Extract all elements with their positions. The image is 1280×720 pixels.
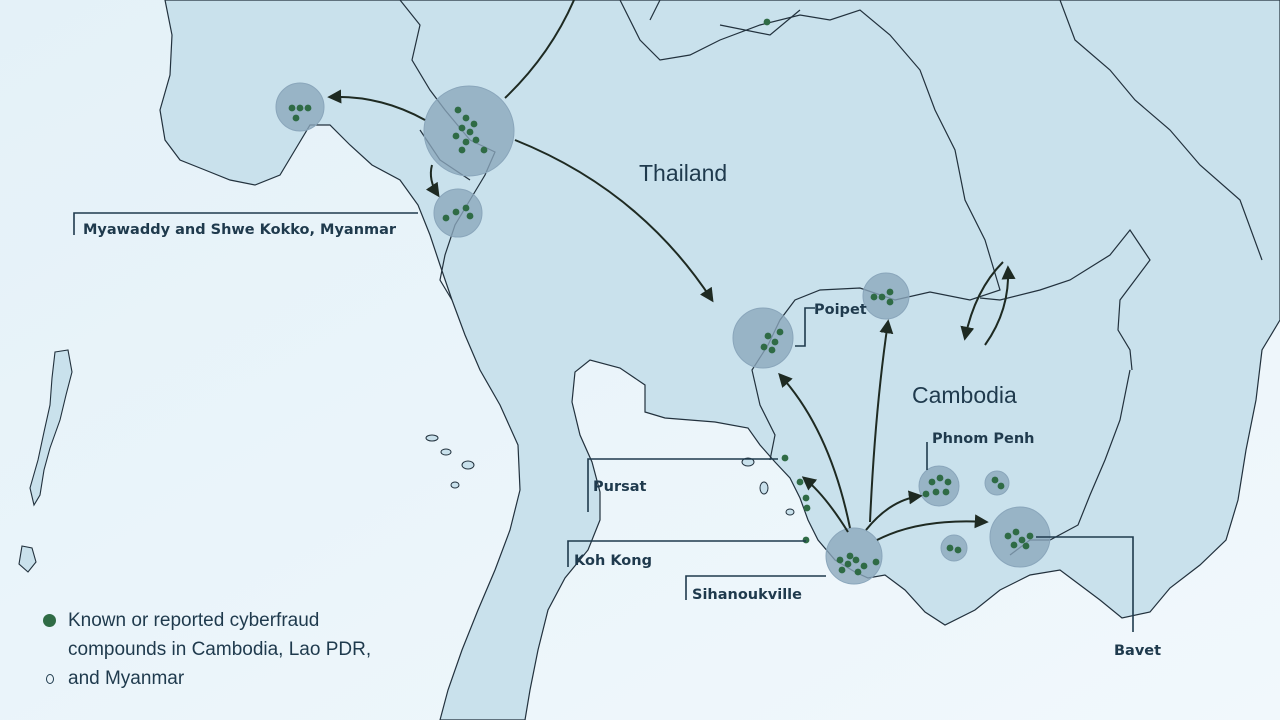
legend: Known or reported cyberfraud compounds i… — [42, 606, 372, 693]
compound-dots — [288, 18, 1034, 576]
legend-compounds: Known or reported cyberfraud compounds i… — [42, 606, 372, 693]
island — [29, 349, 73, 507]
label-pursat: Pursat — [593, 479, 647, 495]
label-poipet: Poipet — [814, 302, 867, 318]
label-koh-kong: Koh Kong — [574, 553, 652, 569]
label-cambodia: Cambodia — [912, 382, 1017, 408]
compound-dot-icon — [43, 614, 56, 627]
island — [18, 545, 37, 573]
label-phnom-penh: Phnom Penh — [932, 431, 1035, 447]
arrow-north — [504, 0, 575, 99]
label-bavet: Bavet — [1114, 643, 1161, 659]
legend-compounds-text: Known or reported cyberfraud compounds i… — [68, 610, 372, 689]
coastal-islands — [425, 434, 795, 516]
island-marker-icon — [46, 674, 54, 684]
label-thailand: Thailand — [639, 160, 727, 186]
label-sihanoukville: Sihanoukville — [692, 587, 802, 603]
label-myawaddy: Myawaddy and Shwe Kokko, Myanmar — [83, 222, 397, 238]
leader-lines — [73, 212, 1134, 632]
flow-arrows — [327, 89, 1016, 541]
